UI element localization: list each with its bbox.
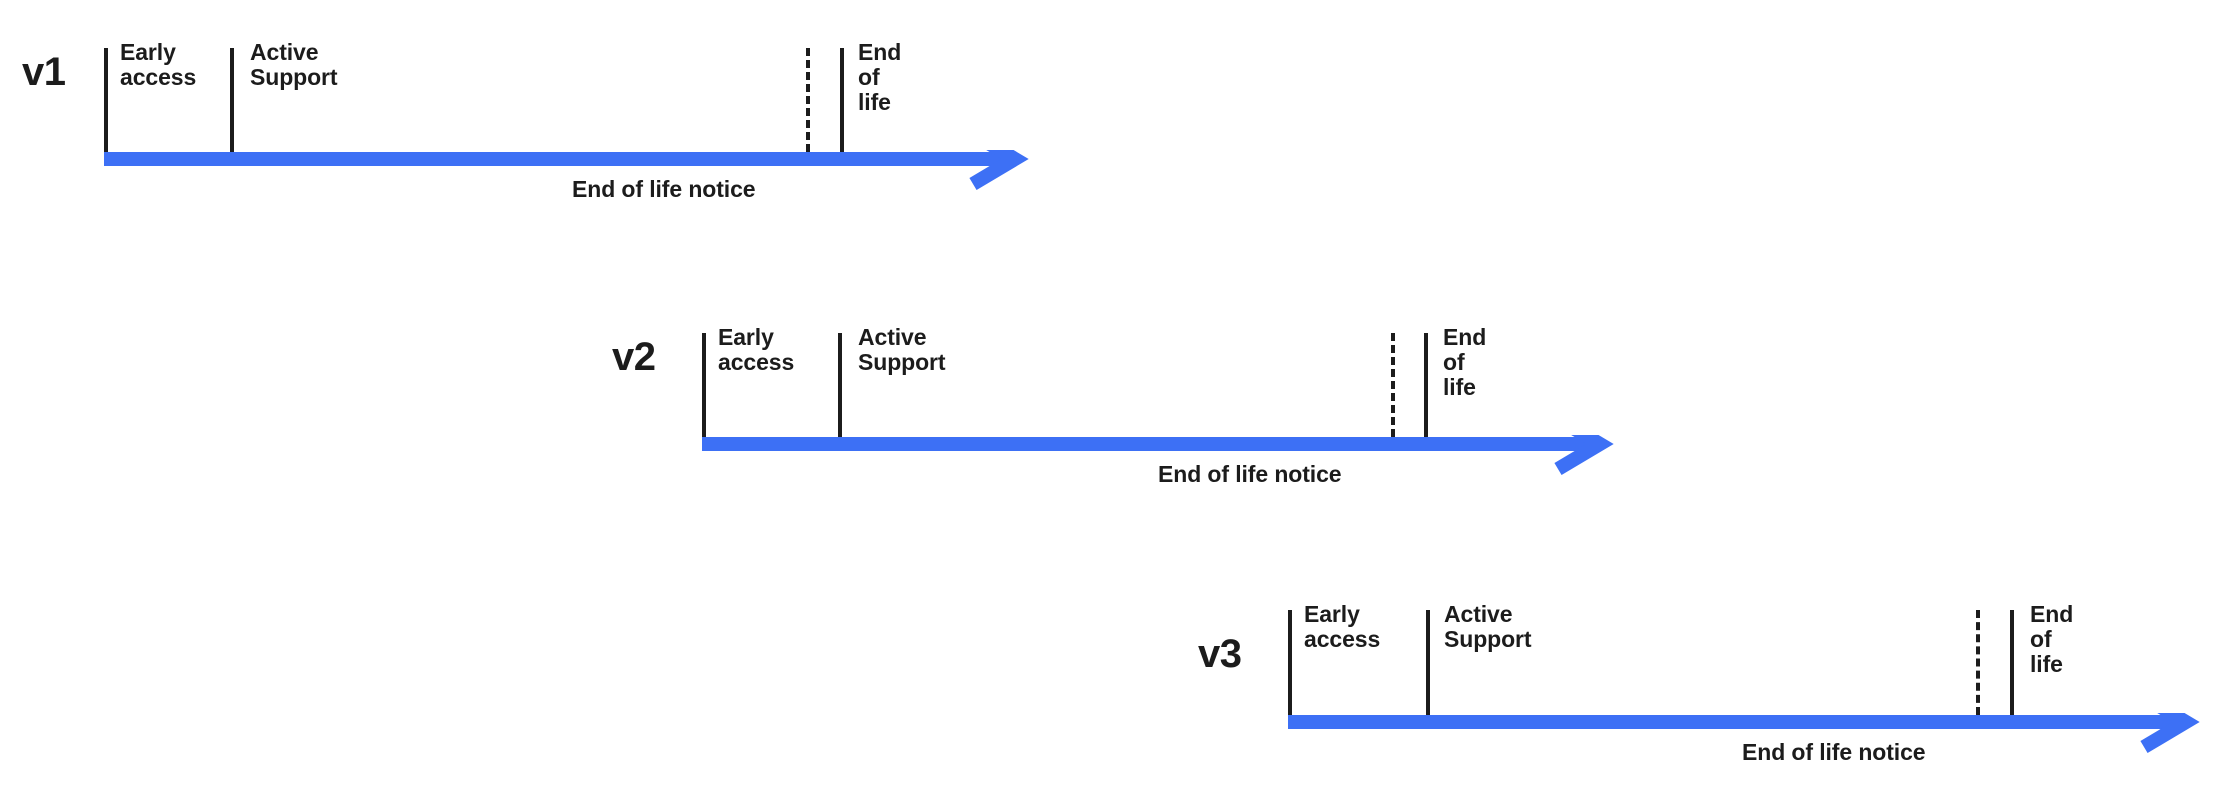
divider-end-of-life-start-v2 [1424,333,1428,437]
timeline-arrow-v2 [702,435,1614,476]
divider-active-support-start-v3 [1426,610,1430,715]
arrow-shaft [702,437,1588,451]
divider-end-of-life-notice-marker-v1 [806,48,810,152]
divider-early-access-start-v1 [104,48,108,152]
divider-end-of-life-start-v1 [840,48,844,152]
end-of-life-notice-label-v2: End of life notice [1158,461,1342,487]
arrow-head-icon [2140,713,2200,754]
arrow-head-icon [1554,435,1614,476]
arrow-shaft [1288,715,2174,729]
divider-end-of-life-start-v3 [2010,610,2014,715]
phase-label-active-support-v3: Active Support [1444,601,1532,652]
end-of-life-notice-label-v3: End of life notice [1742,739,1926,765]
end-of-life-notice-label-v1: End of life notice [572,176,756,202]
divider-end-of-life-notice-marker-v2 [1391,333,1395,437]
phase-label-active-support-v2: Active Support [858,324,946,375]
divider-active-support-start-v2 [838,333,842,437]
divider-end-of-life-notice-marker-v3 [1976,610,1980,715]
phase-label-early-access-v2: Early access [718,324,795,375]
phase-label-early-access-v1: Early access [120,39,197,90]
phase-label-end-of-life-v1: End of life [858,39,902,115]
phase-label-end-of-life-v3: End of life [2030,601,2074,677]
version-label-v2: v2 [612,335,656,379]
arrow-shaft [104,152,1003,166]
divider-active-support-start-v1 [230,48,234,152]
version-label-v3: v3 [1198,632,1242,676]
phase-label-end-of-life-v2: End of life [1443,324,1487,400]
arrow-head-icon [969,150,1029,191]
divider-early-access-start-v2 [702,333,706,437]
timeline-arrow-v1 [104,150,1029,191]
phase-label-active-support-v1: Active Support [250,39,338,90]
timeline-arrow-v3 [1288,713,2200,754]
phase-label-early-access-v3: Early access [1304,601,1381,652]
divider-early-access-start-v3 [1288,610,1292,715]
version-label-v1: v1 [22,50,66,94]
